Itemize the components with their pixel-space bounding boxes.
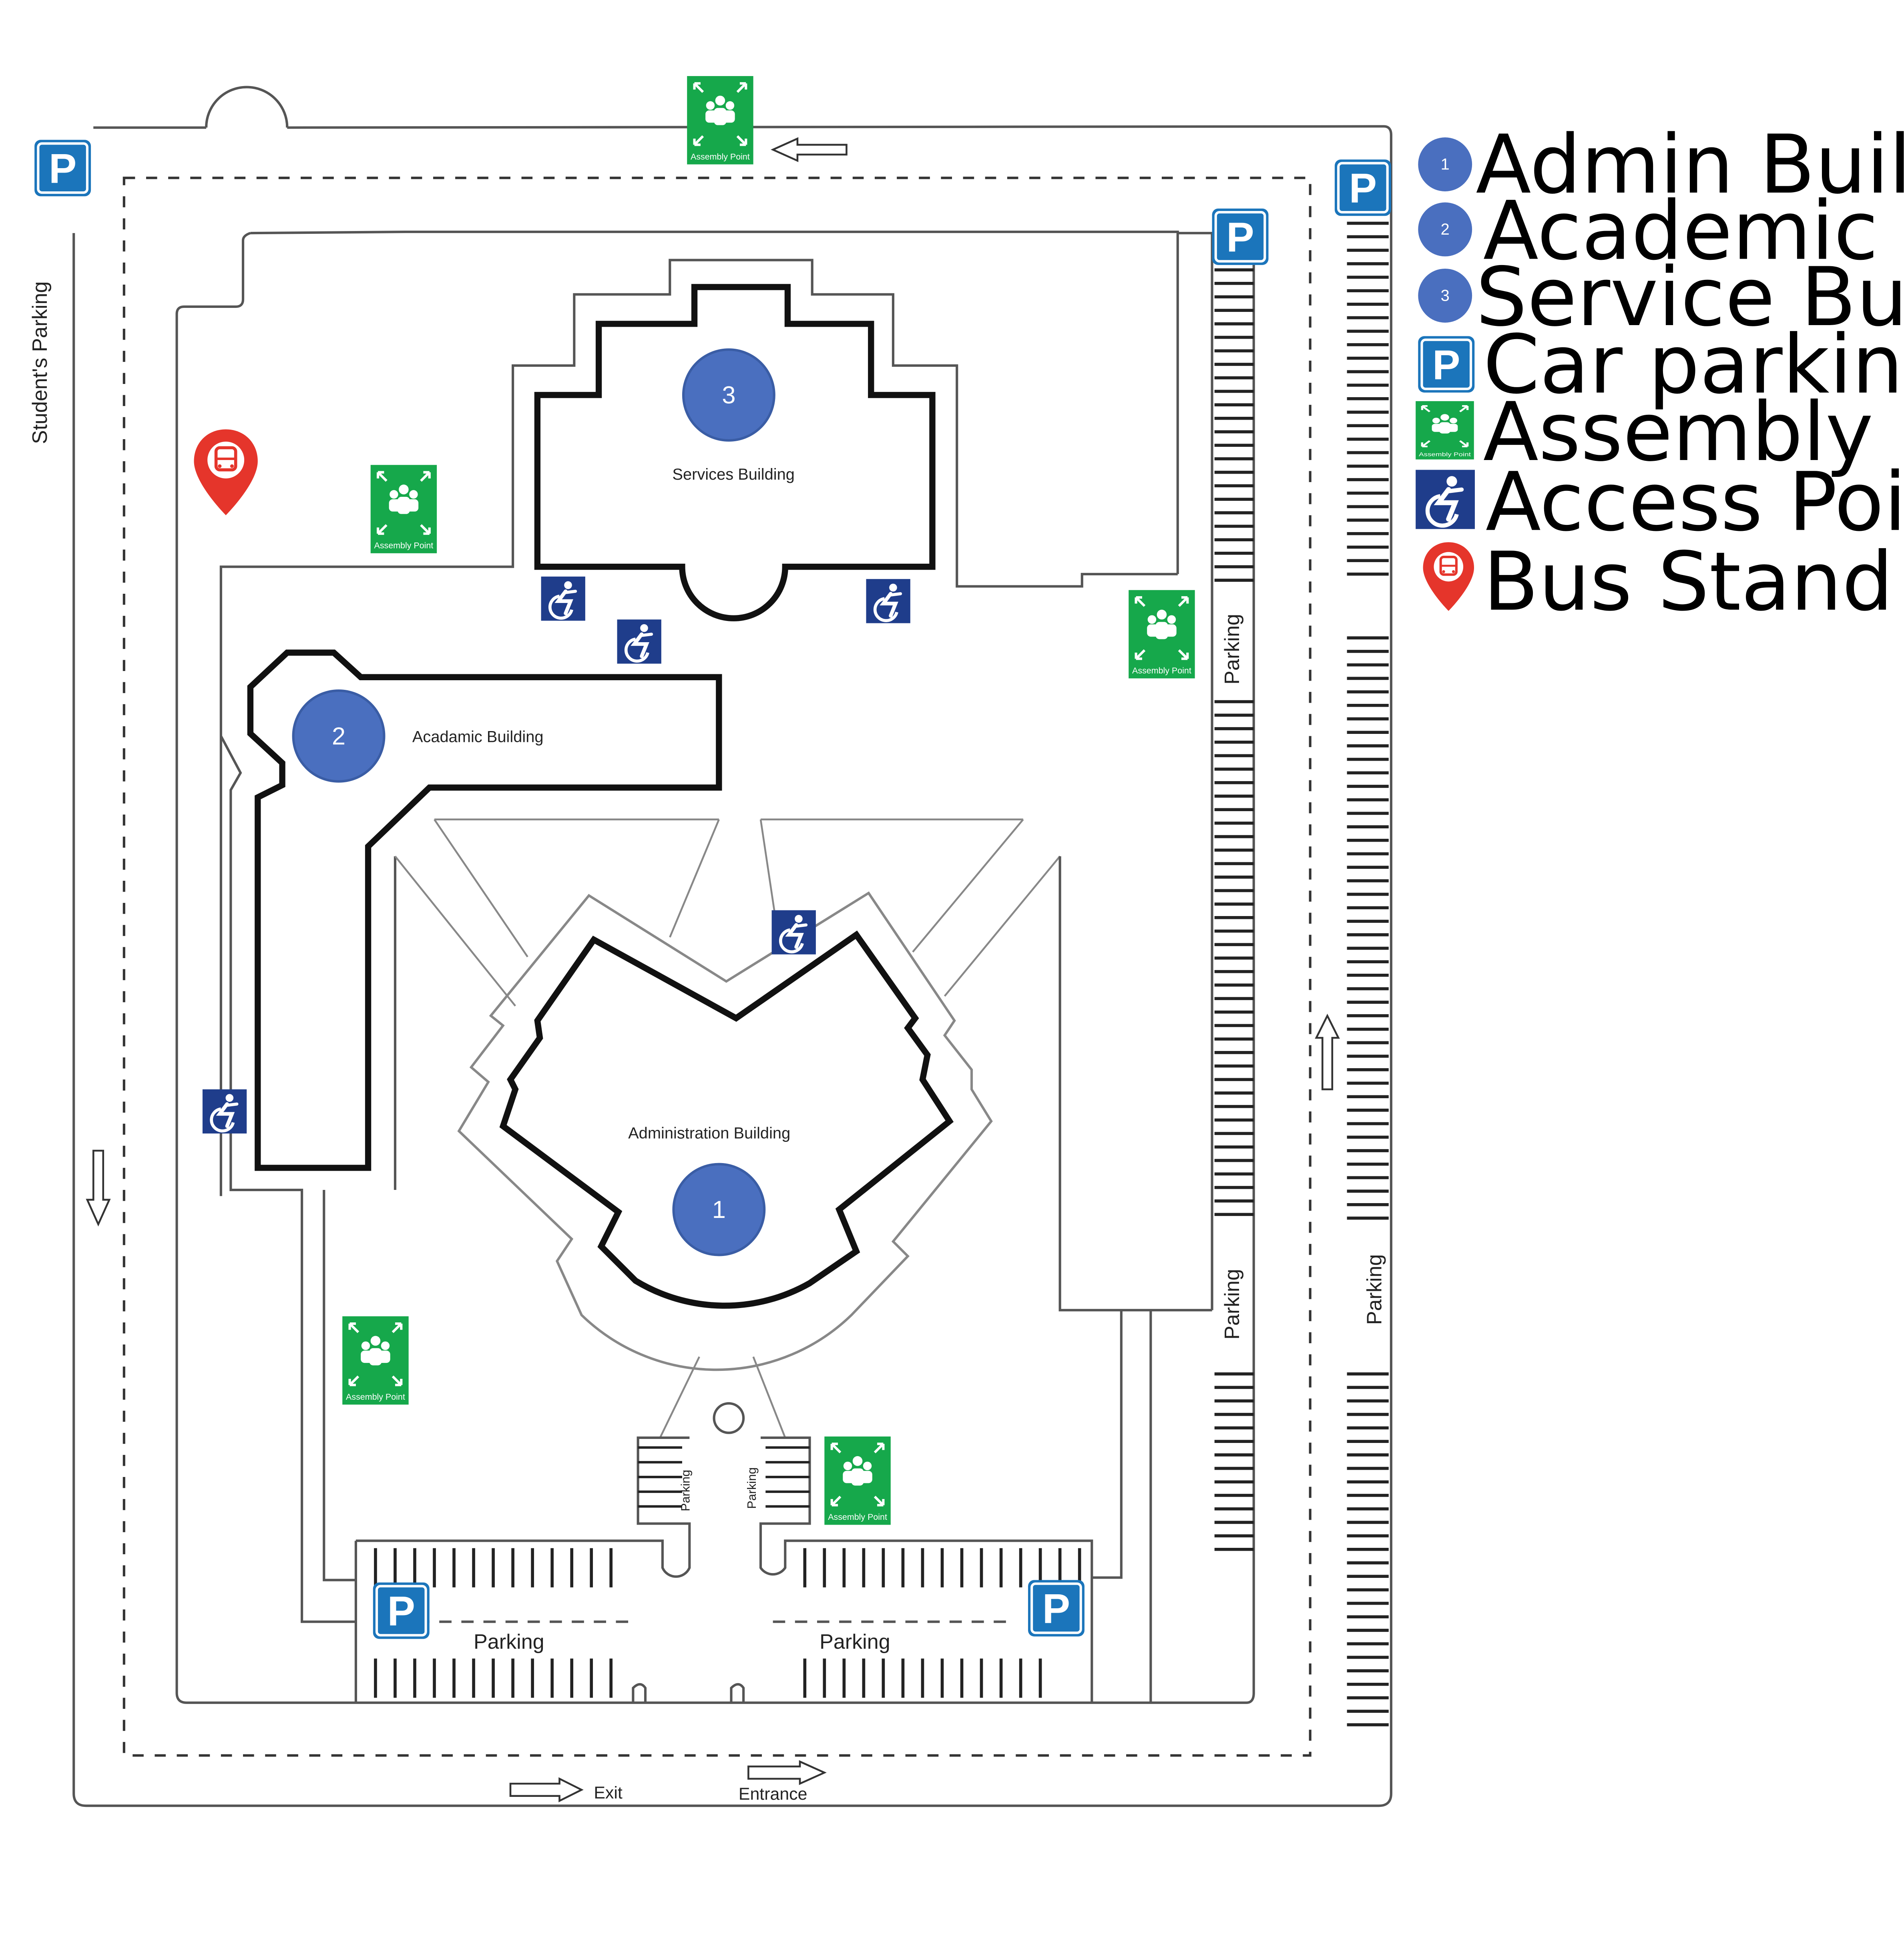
bus-stop-icon bbox=[1423, 542, 1474, 611]
parking-icon[interactable] bbox=[34, 140, 91, 196]
legend: 1 Admin Building 2 Academic Building 3 S… bbox=[1416, 117, 1904, 629]
wheelchair-icon bbox=[1416, 470, 1475, 529]
student-parking-label: Student's Parking bbox=[28, 281, 52, 444]
outer-road bbox=[72, 86, 1392, 1807]
roundabout bbox=[713, 1402, 745, 1434]
parking-label-east-inner-top: Parking bbox=[1221, 614, 1244, 685]
wheelchair-icon[interactable] bbox=[203, 1089, 247, 1133]
admin-building-area bbox=[394, 818, 1061, 1438]
academic-building-area bbox=[220, 649, 722, 1623]
svg-text:3: 3 bbox=[1441, 287, 1450, 304]
badge-building-3[interactable]: 3 bbox=[682, 348, 775, 442]
legend-item-assembly-point: Assembly point bbox=[1416, 385, 1904, 479]
legend-item-bus-stand: Bus Stand bbox=[1423, 534, 1894, 629]
services-building-area bbox=[219, 259, 1178, 1196]
assembly-point-icon[interactable] bbox=[342, 1316, 408, 1405]
legend-label: Assembly point bbox=[1483, 385, 1904, 479]
badge-building-2[interactable]: 2 bbox=[292, 689, 386, 783]
badge-1-icon bbox=[1418, 137, 1472, 191]
parking-label-south-left: Parking bbox=[474, 1630, 544, 1654]
legend-label: Access Point for Handicapped bbox=[1486, 455, 1904, 549]
legend-label: Car parking bbox=[1483, 317, 1904, 412]
exit-label: Exit bbox=[594, 1783, 623, 1802]
legend-label: Admin Building bbox=[1476, 117, 1904, 212]
parking-label-mini-right: Parking bbox=[745, 1467, 759, 1509]
svg-text:2: 2 bbox=[1441, 221, 1450, 238]
wheelchair-icon[interactable] bbox=[772, 910, 816, 954]
parking-icon[interactable] bbox=[1335, 159, 1391, 216]
badge-2-icon bbox=[1418, 202, 1472, 257]
traffic-arrows bbox=[86, 137, 1340, 1802]
south-parking-area: Parking Parking Parking Parking bbox=[354, 1436, 1093, 1703]
legend-label: Academic Building bbox=[1483, 183, 1904, 278]
services-building-label: Services Building bbox=[672, 466, 794, 483]
campus-perimeter bbox=[175, 231, 1255, 1704]
services-building bbox=[534, 284, 936, 621]
administration-building-label: Administration Building bbox=[628, 1124, 790, 1142]
entrance-label: Entrance bbox=[739, 1784, 807, 1804]
parking-icon[interactable] bbox=[1028, 1580, 1085, 1636]
arrow-exit bbox=[509, 1777, 584, 1802]
arrow-down-west bbox=[86, 1149, 111, 1227]
administration-building bbox=[499, 930, 954, 1309]
parking-icon[interactable] bbox=[1212, 209, 1269, 265]
parking-label-east-inner-bottom: Parking bbox=[1221, 1269, 1244, 1340]
arrow-up-east bbox=[1315, 1013, 1340, 1091]
parking-icon[interactable] bbox=[373, 1583, 430, 1639]
assembly-point-icon[interactable] bbox=[687, 76, 753, 165]
wheelchair-icon[interactable] bbox=[866, 579, 910, 623]
inner-dashed-route bbox=[123, 177, 1312, 1757]
legend-item-car-parking: Car parking bbox=[1418, 317, 1904, 412]
assembly-point-icon[interactable] bbox=[371, 465, 437, 553]
svg-text:1: 1 bbox=[1441, 156, 1450, 173]
parking-icon bbox=[1418, 336, 1474, 393]
parking-label-south-right: Parking bbox=[819, 1630, 890, 1654]
legend-item-academic-building: 2 Academic Building bbox=[1418, 183, 1904, 278]
svg-text:3: 3 bbox=[722, 382, 735, 409]
academic-building bbox=[247, 649, 722, 1171]
parking-label-mini-left: Parking bbox=[679, 1470, 692, 1511]
assembly-point-icon bbox=[1416, 401, 1474, 460]
bus-stop-icon[interactable] bbox=[194, 429, 257, 515]
legend-item-service-building: 3 Service Building bbox=[1418, 250, 1904, 344]
svg-text:2: 2 bbox=[332, 722, 345, 749]
legend-label: Bus Stand bbox=[1483, 534, 1894, 629]
arrow-entrance bbox=[747, 1760, 827, 1785]
arrow-left-top bbox=[771, 137, 848, 162]
assembly-point-icon[interactable] bbox=[824, 1437, 890, 1525]
wheelchair-icon[interactable] bbox=[541, 577, 585, 621]
east-driveway bbox=[1058, 233, 1213, 1703]
east-parking-strips: Parking Parking Parking bbox=[1214, 221, 1389, 1726]
wheelchair-icon[interactable] bbox=[617, 619, 661, 663]
svg-text:1: 1 bbox=[712, 1196, 726, 1223]
badge-3-icon bbox=[1418, 269, 1472, 323]
legend-item-admin-building: 1 Admin Building bbox=[1418, 117, 1904, 212]
academic-building-label: Acadamic Building bbox=[412, 728, 544, 746]
parking-label-east-outer: Parking bbox=[1363, 1254, 1386, 1325]
legend-label: Service Building bbox=[1476, 250, 1904, 344]
badge-building-1[interactable]: 1 bbox=[672, 1163, 766, 1256]
assembly-point-icon[interactable] bbox=[1129, 590, 1195, 679]
legend-item-handicapped-access: Access Point for Handicapped bbox=[1416, 455, 1904, 549]
